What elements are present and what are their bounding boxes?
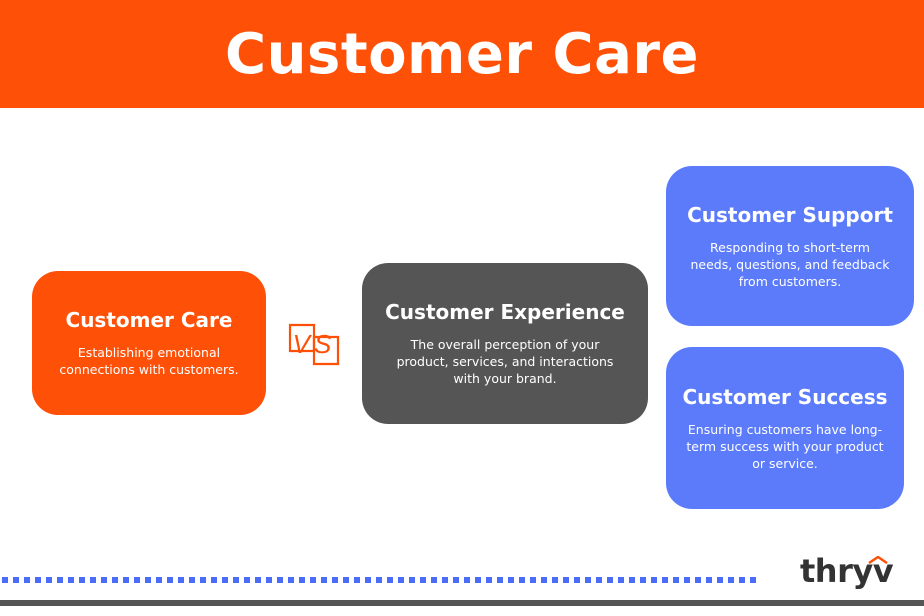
customer-support-description: Responding to short-term needs, question… bbox=[690, 239, 890, 289]
customer-success-card: Customer Success Ensuring customers have… bbox=[666, 347, 904, 509]
customer-experience-description: The overall perception of your product, … bbox=[396, 337, 614, 386]
versus-text: VS bbox=[293, 329, 336, 359]
customer-support-title: Customer Support bbox=[687, 202, 893, 227]
customer-experience-card: Customer Experience The overall percepti… bbox=[362, 263, 648, 424]
versus-icon: VS bbox=[288, 323, 340, 366]
logo-chevron-icon bbox=[868, 556, 888, 564]
customer-care-description: Establishing emotional connections with … bbox=[59, 345, 239, 377]
customer-support-card: Customer Support Responding to short-ter… bbox=[666, 166, 914, 326]
customer-success-title: Customer Success bbox=[682, 384, 888, 409]
customer-experience-title: Customer Experience bbox=[385, 300, 625, 324]
customer-care-title: Customer Care bbox=[65, 308, 233, 332]
bottom-bar bbox=[0, 600, 924, 606]
page-title: Customer Care bbox=[225, 21, 699, 87]
dotted-divider bbox=[2, 577, 757, 583]
customer-care-card: Customer Care Establishing emotional con… bbox=[32, 271, 266, 415]
header-banner bbox=[0, 0, 924, 108]
customer-success-description: Ensuring customers have long-term succes… bbox=[686, 421, 884, 471]
